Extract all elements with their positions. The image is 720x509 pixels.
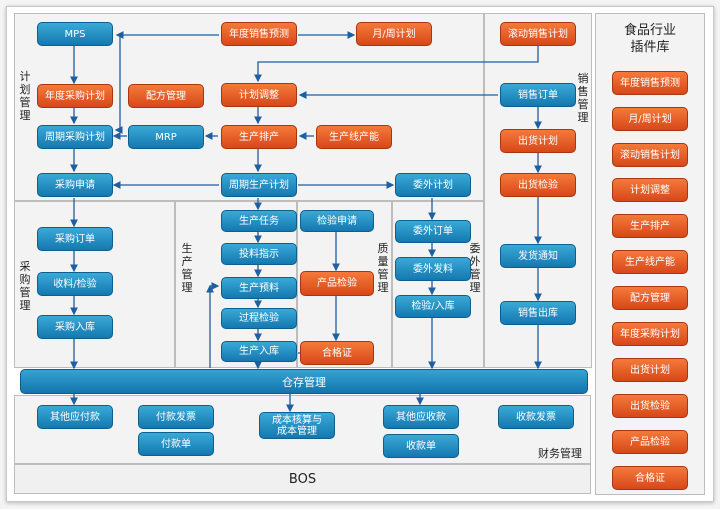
node-inspection-request[interactable]: 检验申请: [300, 210, 374, 232]
node-shipping-inspection[interactable]: 出货检验: [500, 173, 576, 197]
node-sales-order[interactable]: 销售订单: [500, 83, 576, 107]
node-periodic-production-plan[interactable]: 周期生产计划: [221, 173, 297, 197]
node-outsource-order[interactable]: 委外订单: [395, 220, 471, 243]
node-periodic-purchase-plan[interactable]: 周期采购计划: [37, 125, 113, 149]
plugin-item[interactable]: 计划调整: [612, 178, 688, 202]
node-warehouse-mgmt[interactable]: 仓存管理: [20, 369, 588, 394]
node-sales-outbound[interactable]: 销售出库: [500, 301, 576, 325]
plugin-item[interactable]: 生产线产能: [612, 250, 688, 274]
node-production-schedule[interactable]: 生产排产: [221, 125, 297, 149]
node-certificate[interactable]: 合格证: [300, 341, 374, 365]
node-outsource-plan[interactable]: 委外计划: [395, 173, 471, 197]
node-delivery-notice[interactable]: 发货通知: [500, 244, 576, 268]
purchase-section-label: 采购管理: [19, 260, 31, 312]
node-shipping-plan[interactable]: 出货计划: [500, 129, 576, 153]
plugin-item[interactable]: 产品检验: [612, 430, 688, 454]
plugin-item[interactable]: 月/周计划: [612, 107, 688, 131]
plugin-item[interactable]: 合格证: [612, 466, 688, 490]
node-cost-accounting[interactable]: 成本核算与成本管理: [259, 412, 335, 439]
plugin-item[interactable]: 滚动销售计划: [612, 143, 688, 167]
sales-section-label: 销售管理: [577, 72, 589, 124]
node-other-payable[interactable]: 其他应付款: [37, 405, 113, 429]
node-process-inspection[interactable]: 过程检验: [221, 308, 297, 329]
node-rolling-sales-plan[interactable]: 滚动销售计划: [500, 22, 576, 46]
node-production-inbound[interactable]: 生产入库: [221, 341, 297, 362]
node-mps[interactable]: MPS: [37, 22, 113, 46]
finance-section-label: 财务管理: [538, 447, 582, 460]
node-purchase-order[interactable]: 采购订单: [37, 227, 113, 251]
node-inspect-inbound[interactable]: 检验/入库: [395, 295, 471, 318]
plugin-library-title: 食品行业插件库: [623, 23, 676, 55]
plugin-item[interactable]: 年度采购计划: [612, 322, 688, 346]
node-month-week-plan[interactable]: 月/周计划: [356, 22, 432, 46]
node-receipt-slip[interactable]: 收款单: [383, 434, 459, 458]
bos-section: BOS: [14, 464, 591, 494]
node-annual-sales-forecast[interactable]: 年度销售预测: [221, 22, 297, 46]
node-product-inspection[interactable]: 产品检验: [300, 271, 374, 296]
node-recipe-mgmt[interactable]: 配方管理: [128, 84, 204, 108]
quality-section-label: 质量管理: [377, 242, 389, 294]
node-production-forecast[interactable]: 生产预料: [221, 277, 297, 299]
node-purchase-inbound[interactable]: 采购入库: [37, 315, 113, 339]
node-purchase-request[interactable]: 采购申请: [37, 173, 113, 197]
plugin-item[interactable]: 出货检验: [612, 394, 688, 418]
node-outsource-issue[interactable]: 委外发料: [395, 257, 471, 281]
node-plan-adjust[interactable]: 计划调整: [221, 83, 297, 107]
node-production-task[interactable]: 生产任务: [221, 210, 297, 232]
node-receive-inspect[interactable]: 收料/检验: [37, 272, 113, 296]
node-receivable-invoice[interactable]: 收款发票: [498, 405, 574, 429]
node-other-receivable[interactable]: 其他应收款: [383, 405, 459, 429]
node-mrp[interactable]: MRP: [128, 125, 204, 149]
plan-section-label: 计划管理: [19, 70, 31, 122]
outsource-section-label: 委外管理: [469, 242, 481, 294]
plugin-item[interactable]: 配方管理: [612, 286, 688, 310]
node-payment-invoice[interactable]: 付款发票: [138, 405, 214, 429]
plugin-item[interactable]: 出货计划: [612, 358, 688, 382]
node-annual-purchase-plan[interactable]: 年度采购计划: [37, 84, 113, 108]
plugin-item[interactable]: 年度销售预测: [612, 71, 688, 95]
plugin-item[interactable]: 生产排产: [612, 214, 688, 238]
node-line-capacity[interactable]: 生产线产能: [316, 125, 392, 149]
node-payment-slip[interactable]: 付款单: [138, 432, 214, 456]
production-section-label: 生产管理: [181, 242, 193, 294]
node-material-input[interactable]: 投料指示: [221, 243, 297, 265]
